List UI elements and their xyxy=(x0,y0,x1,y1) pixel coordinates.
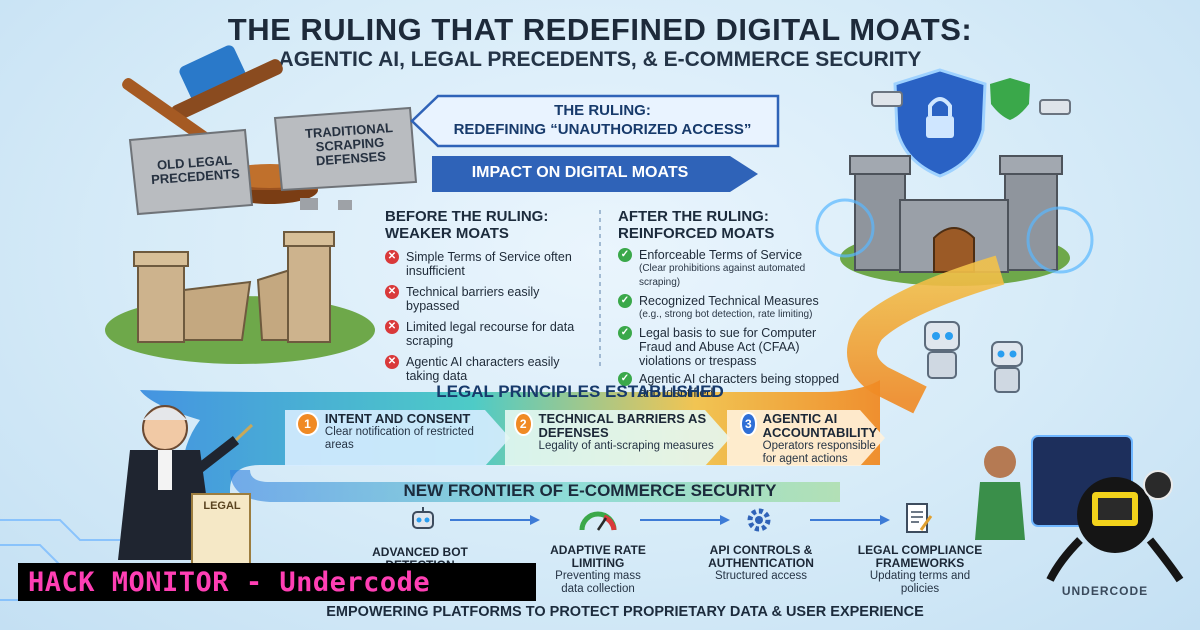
impact-title: IMPACT ON DIGITAL MOATS xyxy=(471,164,689,181)
impact-banner: IMPACT ON DIGITAL MOATS xyxy=(430,154,760,194)
after-item-text: Enforceable Terms of Service xyxy=(639,248,803,262)
after-item: ✓ Enforceable Terms of Service (Clear pr… xyxy=(618,248,846,290)
camera-icon xyxy=(1039,99,1071,115)
broken-wall-icon xyxy=(128,106,418,216)
x-icon: ✕ xyxy=(385,355,399,369)
ruined-castle-icon xyxy=(105,231,375,364)
check-icon: ✓ xyxy=(618,326,632,340)
robot-icon xyxy=(991,341,1023,393)
after-item: ✓ Legal basis to sue for Computer Fraud … xyxy=(618,326,846,368)
watermark-banner: HACK MONITOR - Undercode xyxy=(18,563,536,601)
number-badge: 2 xyxy=(514,412,533,436)
after-item: ✓ Recognized Technical Measures (e.g., s… xyxy=(618,294,846,322)
after-item-text: Recognized Technical Measures xyxy=(639,294,819,308)
robot-icon xyxy=(408,504,438,534)
number-badge: 3 xyxy=(740,412,757,436)
frontier-item-desc: Structured access xyxy=(714,570,808,582)
page-subtitle: AGENTIC AI, LEGAL PRECEDENTS, & E-COMMER… xyxy=(278,48,922,71)
after-column: AFTER THE RULING: REINFORCED MOATS ✓ Enf… xyxy=(618,208,846,400)
frontier-heading: NEW FRONTIER OF E-COMMERCE SECURITY xyxy=(403,481,777,500)
before-item-text: Simple Terms of Service often insufficie… xyxy=(406,250,572,278)
page-title: THE RULING THAT REDEFINED DIGITAL MOATS: xyxy=(227,12,973,47)
gear-icon xyxy=(744,505,774,535)
ruling-subtitle: REDEFINING “UNAUTHORIZED ACCESS” xyxy=(453,121,752,138)
before-item: ✕ Simple Terms of Service often insuffic… xyxy=(385,250,590,278)
x-icon: ✕ xyxy=(385,320,399,334)
judge-icon xyxy=(118,405,254,571)
principle-item: 2 TECHNICAL BARRIERS AS DEFENSES Legalit… xyxy=(514,412,714,453)
principles-heading: LEGAL PRINCIPLES ESTABLISHED xyxy=(436,382,724,401)
castle-icon xyxy=(815,155,1094,286)
gauge-icon xyxy=(578,506,618,534)
robot-icon xyxy=(924,321,960,379)
x-icon: ✕ xyxy=(385,250,399,264)
legal-scroll-label: LEGAL xyxy=(203,500,241,512)
frontier-item-name: ADAPTIVE RATE LIMITING xyxy=(550,543,646,570)
after-subheading: REINFORCED MOATS xyxy=(618,225,775,242)
frontier-item-name: API CONTROLS & AUTHENTICATION xyxy=(708,543,814,570)
undercode-logo: UNDERCODE xyxy=(1061,584,1149,598)
before-item-text: Agentic AI characters easily taking data xyxy=(406,355,560,383)
before-subheading: WEAKER MOATS xyxy=(385,225,509,242)
before-item: ✕ Limited legal recourse for data scrapi… xyxy=(385,320,590,348)
number-badge: 1 xyxy=(296,412,319,436)
after-item-text: Legal basis to sue for Computer Fraud an… xyxy=(639,326,817,368)
frontier-item-desc: Preventing mass data collection xyxy=(555,570,641,595)
camera-icon xyxy=(871,91,903,107)
principle-desc: Clear notification of restricted areas xyxy=(324,426,474,451)
check-icon: ✓ xyxy=(618,248,632,262)
before-item-text: Limited legal recourse for data scraping xyxy=(406,320,575,348)
principle-item: 1 INTENT AND CONSENT Clear notification … xyxy=(296,412,496,452)
before-item: ✕ Agentic AI characters easily taking da… xyxy=(385,355,590,383)
frontier-item: ADAPTIVE RATE LIMITING Preventing mass d… xyxy=(543,544,653,596)
frontier-item-desc: Updating terms and policies xyxy=(869,570,971,595)
frontier-item: LEGAL COMPLIANCE FRAMEWORKS Updating ter… xyxy=(856,544,984,596)
traditional-defenses-label: TRADITIONAL SCRAPING DEFENSES xyxy=(304,119,394,169)
ruling-banner: THE RULING: REDEFINING “UNAUTHORIZED ACC… xyxy=(410,94,780,148)
after-item-text: Agentic AI characters being stopped and … xyxy=(639,372,840,400)
after-item-note: (Clear prohibitions against automated sc… xyxy=(639,263,806,288)
principle-desc: Legality of anti-scraping measures xyxy=(538,440,714,452)
principle-desc: Operators responsible for agent actions xyxy=(762,440,876,465)
before-heading: BEFORE THE RULING: xyxy=(385,208,549,225)
shield-lock-icon xyxy=(893,68,1030,178)
before-item: ✕ Technical barriers easily bypassed xyxy=(385,285,590,313)
document-icon xyxy=(903,502,933,534)
after-item: ✓ Agentic AI characters being stopped an… xyxy=(618,372,846,400)
footer-tagline: EMPOWERING PLATFORMS TO PROTECT PROPRIET… xyxy=(326,604,924,620)
check-icon: ✓ xyxy=(618,372,632,386)
principle-name: TECHNICAL BARRIERS AS DEFENSES xyxy=(538,411,707,440)
x-icon: ✕ xyxy=(385,285,399,299)
principle-name: AGENTIC AI ACCOUNTABILITY xyxy=(762,411,878,440)
frontier-item-name: LEGAL COMPLIANCE FRAMEWORKS xyxy=(857,543,983,570)
octopus-mascot-icon xyxy=(1046,470,1184,583)
before-item-text: Technical barriers easily bypassed xyxy=(406,285,540,313)
frontier-item: API CONTROLS & AUTHENTICATION Structured… xyxy=(702,544,820,583)
after-item-note: (e.g., strong bot detection, rate limiti… xyxy=(639,309,813,320)
check-icon: ✓ xyxy=(618,294,632,308)
ruling-title: THE RULING: xyxy=(554,102,651,119)
principle-item: 3 AGENTIC AI ACCOUNTABILITY Operators re… xyxy=(740,412,890,466)
before-column: BEFORE THE RULING: WEAKER MOATS ✕ Simple… xyxy=(385,208,590,383)
watermark-label: HACK MONITOR - Undercode xyxy=(28,566,431,598)
after-heading: AFTER THE RULING: xyxy=(618,208,769,225)
principle-name: INTENT AND CONSENT xyxy=(324,411,471,426)
